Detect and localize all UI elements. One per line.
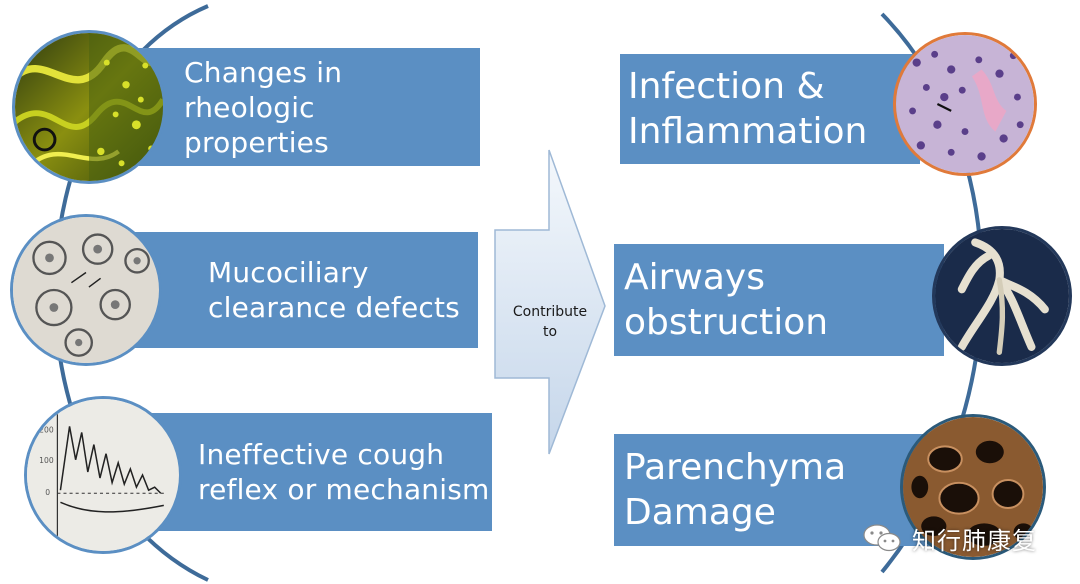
cilia-cross-section-micrograph-icon <box>10 214 162 366</box>
wechat-logo-icon <box>863 524 901 552</box>
box-label: Changes in rheologic properties <box>184 55 343 159</box>
box-label: Parenchyma Damage <box>624 447 847 533</box>
box-label: Airways obstruction <box>624 257 829 343</box>
watermark: 知行肺康复 <box>862 521 1037 555</box>
contribute-arrow <box>494 149 606 455</box>
box-label: Mucociliary clearance defects <box>208 256 460 324</box>
arrow-label: Contribute to <box>512 304 588 340</box>
box-infection-inflammation: Infection & Inflammation <box>620 54 920 164</box>
box-airways-obstruction: Airways obstruction <box>614 244 944 356</box>
svg-text:200: 200 <box>39 425 54 434</box>
damaged-lung-parenchyma-icon <box>900 414 1046 560</box>
polarized-mucus-micrograph-icon <box>12 30 166 184</box>
airway-cast-specimen-icon <box>932 226 1072 366</box>
box-label: Ineffective cough reflex or mechanism <box>198 438 490 506</box>
watermark-text: 知行肺康复 <box>912 526 1037 555</box>
box-label: Infection & Inflammation <box>628 66 868 152</box>
inflamed-tissue-histology-icon <box>893 32 1037 176</box>
svg-text:0: 0 <box>45 488 50 497</box>
svg-text:100: 100 <box>39 456 54 465</box>
cough-peak-flow-chart-icon: 200 100 0 <box>24 396 182 554</box>
